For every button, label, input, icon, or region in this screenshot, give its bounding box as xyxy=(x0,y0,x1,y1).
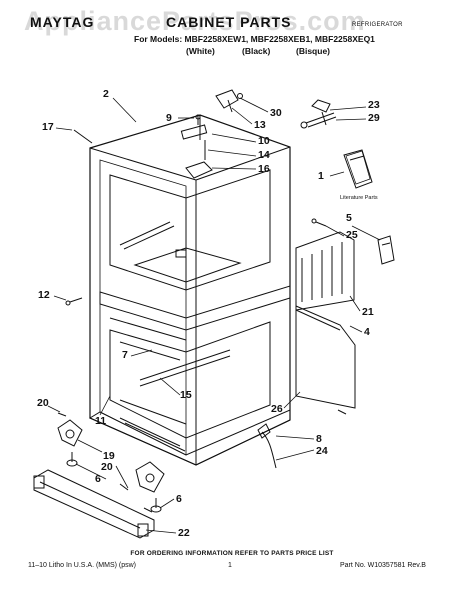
page-number: 1 xyxy=(228,562,232,569)
callout-30: 30 xyxy=(270,107,282,119)
cabinet-shell xyxy=(88,114,291,466)
grille-21 xyxy=(295,231,355,311)
callout-16: 16 xyxy=(258,163,270,175)
appliance-type: REFRIGERATOR xyxy=(352,22,403,28)
top-hinge-parts xyxy=(180,89,243,179)
callout-6-right: 6 xyxy=(176,493,182,505)
model-list: For Models: MBF2258XEW1, MBF2258XEB1, MB… xyxy=(134,34,375,44)
screws xyxy=(57,129,347,513)
callout-9: 9 xyxy=(166,112,172,124)
callout-24: 24 xyxy=(316,445,328,457)
callout-4: 4 xyxy=(364,326,370,338)
callout-2: 2 xyxy=(103,88,109,100)
ordering-note: FOR ORDERING INFORMATION REFER TO PARTS … xyxy=(130,550,334,557)
literature-label-text: Literature Parts xyxy=(340,195,378,201)
color-black: (Black) xyxy=(242,46,271,56)
litho-info: 11–10 Litho In U.S.A. (MMS) (psw) xyxy=(28,562,137,569)
callout-17: 17 xyxy=(42,121,54,133)
callout-12: 12 xyxy=(38,289,50,301)
callout-14: 14 xyxy=(258,149,270,161)
drain-part xyxy=(257,423,277,469)
callout-6-left: 6 xyxy=(95,473,101,485)
callout-15: 15 xyxy=(180,389,192,401)
callout-13: 13 xyxy=(254,119,266,131)
callout-20-right: 20 xyxy=(101,461,113,473)
part-number: Part No. W10357581 Rev.B xyxy=(340,562,426,569)
callout-5: 5 xyxy=(346,212,352,224)
leveling-leg-left xyxy=(57,419,83,467)
callout-22: 22 xyxy=(178,527,190,539)
base-grille-22 xyxy=(33,469,155,539)
clip-part-5 xyxy=(377,235,395,265)
color-bisque: (Bisque) xyxy=(296,46,330,56)
callout-29: 29 xyxy=(368,112,380,124)
watermark: AppliancePartsPros.com xyxy=(24,6,366,36)
callout-8: 8 xyxy=(316,433,322,445)
page-title: CABINET PARTS xyxy=(166,14,292,30)
callout-7: 7 xyxy=(122,349,128,361)
brand-logo: MAYTAG xyxy=(30,14,95,30)
callout-20-left: 20 xyxy=(37,397,49,409)
leveling-leg-right xyxy=(135,461,165,513)
callout-25: 25 xyxy=(346,229,358,241)
hinge-pin-part xyxy=(300,99,337,129)
callout-19: 19 xyxy=(103,450,115,462)
callout-26: 26 xyxy=(271,403,283,415)
callout-10: 10 xyxy=(258,135,270,147)
callout-21: 21 xyxy=(362,306,374,318)
literature-booklet xyxy=(343,149,373,189)
leader-lines xyxy=(47,97,381,534)
callout-11: 11 xyxy=(95,415,107,427)
callout-1: 1 xyxy=(318,170,324,182)
color-white: (White) xyxy=(186,46,215,56)
panel-4 xyxy=(295,305,356,409)
callout-23: 23 xyxy=(368,99,380,111)
